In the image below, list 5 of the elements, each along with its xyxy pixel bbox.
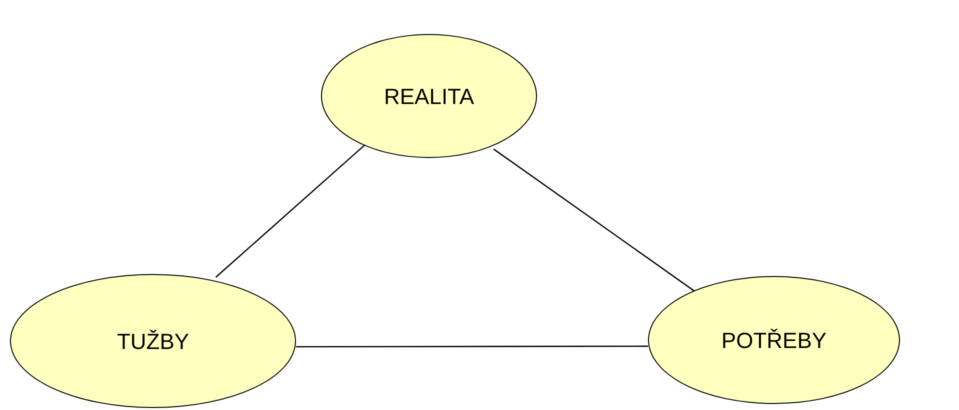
- connector-line: [215, 143, 367, 278]
- node-label: POTŘEBY: [721, 326, 827, 354]
- node-label: REALITA: [384, 82, 474, 110]
- connector-line: [296, 346, 648, 348]
- node-label: TUŽBY: [116, 328, 190, 356]
